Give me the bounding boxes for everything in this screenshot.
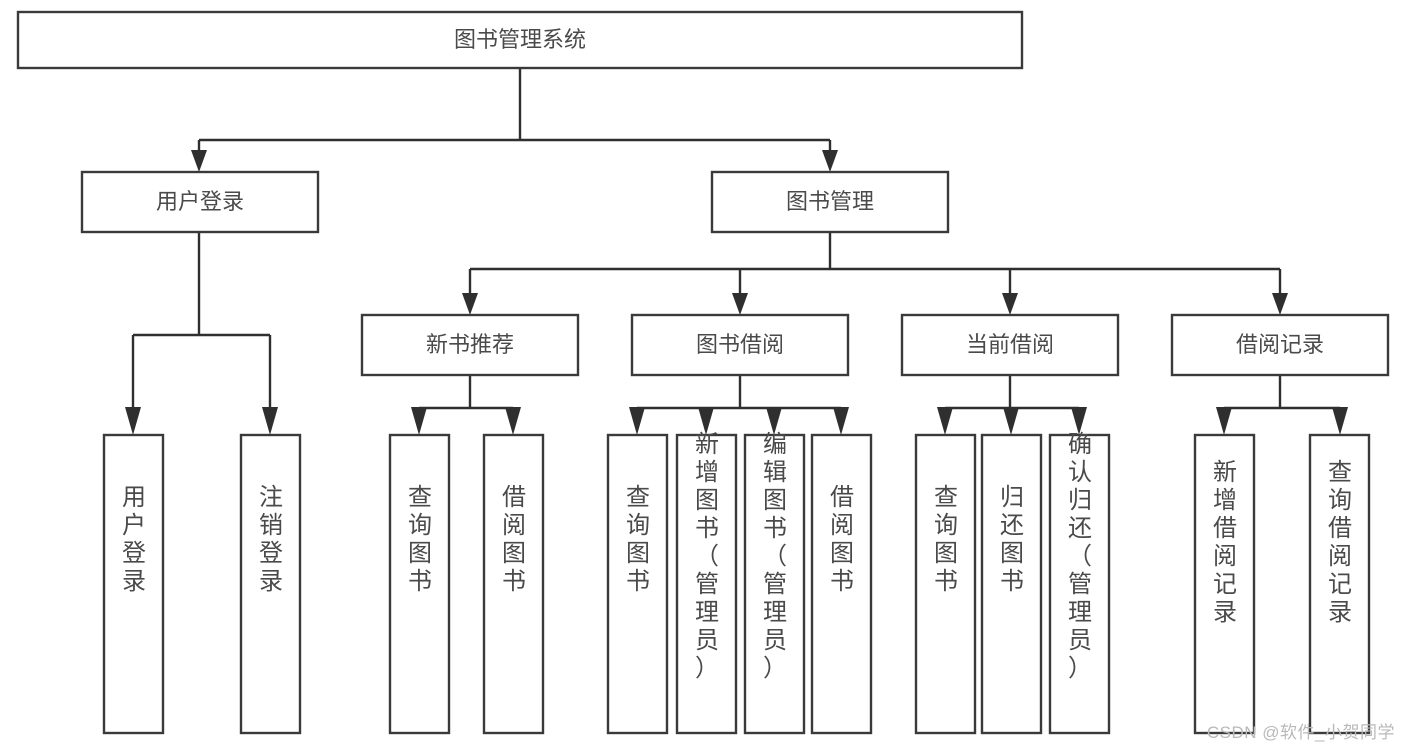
- node-borrow-record[interactable]: 借阅记录: [1170, 313, 1390, 377]
- arrow-icon-leaf-user-2: [262, 407, 278, 435]
- node-book-management[interactable]: 图书管理: [710, 170, 950, 234]
- leaf-node[interactable]: 借阅图书: [810, 433, 873, 735]
- leaf-record-1-label: 新增借阅记录: [1213, 459, 1237, 626]
- arrowheads: [125, 150, 1348, 435]
- arrow-icon-leaf-rec-2: [505, 407, 521, 435]
- leaf-user-login-1-label: 用户登录: [122, 484, 146, 595]
- leaf-borrow-1-label: 查询图书: [626, 484, 650, 595]
- leaf-record-2-box[interactable]: [1308, 433, 1371, 735]
- leaf-node[interactable]: 查询借阅记录: [1308, 433, 1371, 735]
- leaf-node[interactable]: 查询图书: [914, 433, 977, 735]
- leaf-record-2-label: 查询借阅记录: [1328, 459, 1352, 626]
- leaf-borrow-3-label: 编辑图书（管理员）: [763, 431, 787, 682]
- leaf-current-3-box[interactable]: [1048, 433, 1111, 735]
- arrow-icon-n1: [462, 293, 478, 315]
- leaf-node[interactable]: 归还图书: [980, 433, 1043, 735]
- arrow-icon-user-login: [191, 150, 207, 172]
- leaf-recommend-2-box[interactable]: [482, 433, 545, 735]
- arrow-icon-leaf-rcd-2: [1332, 407, 1348, 435]
- leaf-current-1-label: 查询图书: [934, 484, 958, 595]
- arrow-icon-leaf-cur-1: [937, 407, 953, 435]
- node-book-borrow[interactable]: 图书借阅: [630, 313, 850, 377]
- node-current-borrow-box[interactable]: [900, 313, 1120, 377]
- leaf-borrow-3-box[interactable]: [743, 433, 806, 735]
- node-user-login-label: 用户登录: [156, 189, 244, 214]
- arrow-icon-n2: [732, 293, 748, 315]
- node-borrow-record-box[interactable]: [1170, 313, 1390, 377]
- leaf-borrow-2-label: 新增图书（管理员）: [695, 431, 719, 682]
- arrow-icon-book-mgmt: [822, 150, 838, 172]
- leaf-node[interactable]: 借阅图书: [482, 433, 545, 735]
- arrow-icon-leaf-user-1: [125, 407, 141, 435]
- arrow-icon-leaf-rec-1: [411, 407, 427, 435]
- arrow-icon-leaf-bor-3: [766, 407, 782, 435]
- node-book-borrow-box[interactable]: [630, 313, 850, 377]
- arrow-icon-leaf-bor-4: [833, 407, 849, 435]
- node-user-login[interactable]: 用户登录: [80, 170, 320, 234]
- arrow-icon-leaf-rcd-1: [1216, 407, 1232, 435]
- leaf-record-1-box[interactable]: [1193, 433, 1256, 735]
- leaf-node[interactable]: 查询图书: [388, 433, 451, 735]
- node-current-borrow-label: 当前借阅: [966, 332, 1054, 357]
- leaf-node[interactable]: 编辑图书（管理员）: [743, 431, 806, 735]
- leaf-borrow-4-box[interactable]: [810, 433, 873, 735]
- node-new-book-recommend-box[interactable]: [360, 313, 580, 377]
- leaf-borrow-4-label: 借阅图书: [830, 484, 854, 595]
- leaf-current-1-box[interactable]: [914, 433, 977, 735]
- node-root[interactable]: 图书管理系统: [16, 10, 1024, 70]
- leaf-node[interactable]: 查询图书: [606, 433, 669, 735]
- node-new-book-recommend[interactable]: 新书推荐: [360, 313, 580, 377]
- leaf-node[interactable]: 新增借阅记录: [1193, 433, 1256, 735]
- leaf-node[interactable]: 用户登录: [102, 433, 165, 735]
- leaf-user-login-1-box[interactable]: [102, 433, 165, 735]
- node-book-management-box[interactable]: [710, 170, 950, 234]
- arrow-icon-leaf-bor-1: [629, 407, 645, 435]
- leaf-recommend-2-label: 借阅图书: [502, 484, 526, 595]
- leaf-node[interactable]: 新增图书（管理员）: [675, 431, 738, 735]
- leaf-current-2-label: 归还图书: [1000, 484, 1024, 595]
- leaf-user-login-2-box[interactable]: [239, 433, 302, 735]
- node-user-login-box[interactable]: [80, 170, 320, 234]
- leaf-borrow-2-box[interactable]: [675, 433, 738, 735]
- node-current-borrow[interactable]: 当前借阅: [900, 313, 1120, 377]
- leaf-current-3-label: 确认归还（管理员）: [1068, 431, 1092, 682]
- leaf-user-login-2-label: 注销登录: [259, 484, 283, 595]
- arrow-icon-leaf-bor-2: [698, 407, 714, 435]
- node-book-borrow-label: 图书借阅: [696, 332, 784, 357]
- leaf-recommend-1-box[interactable]: [388, 433, 451, 735]
- node-root-label: 图书管理系统: [454, 27, 586, 52]
- leaf-node[interactable]: 确认归还（管理员）: [1048, 431, 1111, 735]
- arrow-icon-leaf-cur-2: [1003, 407, 1019, 435]
- leaf-current-2-box[interactable]: [980, 433, 1043, 735]
- leaf-borrow-1-box[interactable]: [606, 433, 669, 735]
- arrow-icon-n3: [1002, 293, 1018, 315]
- node-root-box[interactable]: [16, 10, 1024, 70]
- leaf-node[interactable]: 注销登录: [239, 433, 302, 735]
- node-borrow-record-label: 借阅记录: [1236, 332, 1324, 357]
- leaf-recommend-1-label: 查询图书: [408, 484, 432, 595]
- arrow-icon-leaf-cur-3: [1071, 407, 1087, 435]
- node-new-book-recommend-label: 新书推荐: [426, 332, 514, 357]
- csdn-watermark: CSDN @软件_小贺同学: [1206, 723, 1395, 742]
- node-book-management-label: 图书管理: [786, 189, 874, 214]
- arrow-icon-n4: [1272, 293, 1288, 315]
